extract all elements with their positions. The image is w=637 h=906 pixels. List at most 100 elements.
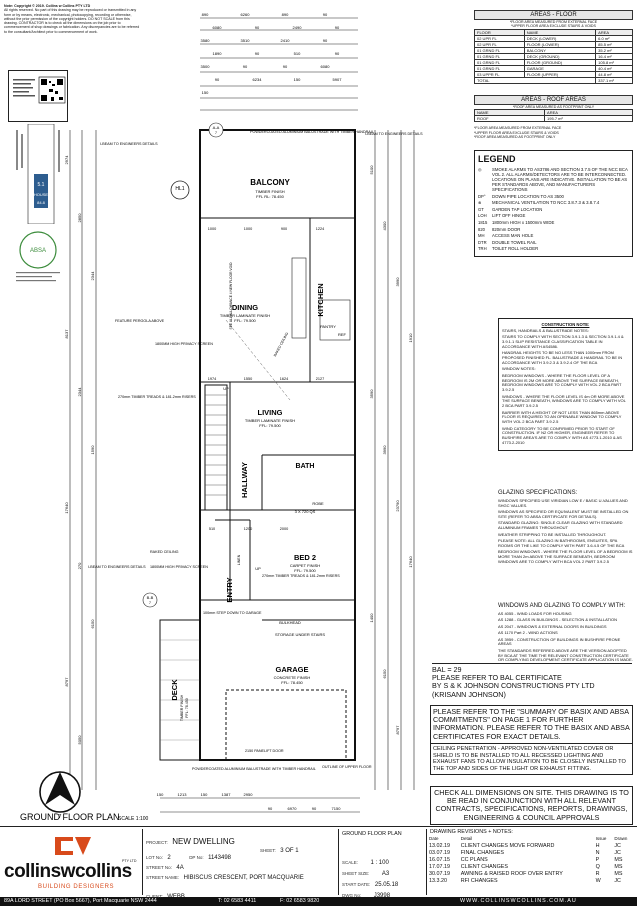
dimension-label: 5100 — [369, 165, 374, 175]
glazing-title: GLAZING SPECIFICATIONS: — [498, 490, 578, 496]
dining-finish: TIMBER LAMINATE FINISH — [220, 313, 270, 318]
plan-title: GROUND FLOOR PLAN — [20, 812, 120, 822]
dimension-label: 8797 — [64, 677, 69, 687]
dimension-label: 8797 — [395, 725, 400, 735]
glazing-paragraph: PLEASE NOTE: ALL GLAZING IN BATHROOMS, E… — [498, 537, 625, 548]
revision-cell: 16.07.15 — [429, 856, 450, 863]
balustrade-bottom-note: POWDERCOATED ALUMINIUM BALUSTRADE WITH T… — [192, 767, 316, 771]
company-pty: PTY LTD — [122, 859, 137, 863]
construction-paragraph: WIND CATEGORY TO BE CONFIRMED PRIOR TO S… — [502, 425, 622, 445]
pergola-note: FEATURE PERGOLA ABOVE — [115, 319, 165, 323]
revision-cell: JC — [614, 877, 621, 884]
dimension-label: 4300 — [382, 221, 387, 231]
dimension-label: 90 — [243, 64, 248, 69]
construction-notes-panel: CONSTRUCTION NOTE: STAIRS, HANDRAILS & B… — [498, 318, 633, 452]
dimension-label: 90 — [335, 25, 340, 30]
ref-label: REF — [338, 332, 347, 337]
raked-ceiling-note-2: RAKED CEILING — [273, 331, 289, 357]
privacy-screen-note-2: 1800MM HIGH PRIVACY SCREEN — [150, 565, 208, 569]
bal-line-2: PLEASE REFER TO BAL CERTIFICATE — [432, 673, 562, 683]
north-arrow-icon — [39, 771, 81, 813]
company-fax: F: 02 6583 9820 — [280, 898, 320, 904]
dimension-label: 8137 — [64, 329, 69, 339]
treads-note-1: 270mm TIMBER TREADS & 181.2mm RISERS — [118, 395, 196, 399]
section-bb-label: B-B — [147, 595, 154, 600]
storage-label: STORAGE UNDER STAIRS — [275, 632, 325, 637]
garage-ffl: FFL: 78.450 — [281, 680, 303, 685]
ceiling-panel: CEILING PENETRATION - APPROVED NON-VENTI… — [430, 743, 633, 776]
roof-note: *FLOOR AREA MEASURED FROM EXTERNAL FACE — [474, 126, 562, 131]
dimension-label: 3590 — [369, 389, 374, 399]
check-panel: CHECK ALL DIMENSIONS ON SITE. THIS DRAWI… — [430, 786, 633, 825]
legend-item: ⊗MECHANICAL VENTILATION TO NCC 3.8.7.3 &… — [478, 200, 629, 205]
dimension-label: 1224 — [316, 227, 324, 231]
windows-title: WINDOWS AND GLAZING TO COMPLY WITH: — [498, 603, 626, 609]
street-name-value: HIBISCUS CRESCENT, PORT MACQUARIE — [183, 875, 304, 881]
revision-cell: 13.02.19 — [429, 842, 450, 849]
legend-text: SMOKE ALARMS TO AS3786 AND SECTION 3.7.5… — [492, 167, 628, 192]
dimension-label: 1400 — [369, 613, 374, 623]
roof-note: *ROOF AREA MEASURED AS FOOTPRINT ONLY — [474, 134, 556, 139]
dp-value: 1143498 — [208, 855, 231, 861]
legend-panel: LEGEND ◎SMOKE ALARMS TO AS3786 AND SECTI… — [474, 150, 633, 257]
dimension-label: 150 — [294, 77, 301, 82]
upper-floor-outline-note: OUTLINE OF UPPER FLOOR — [322, 765, 372, 769]
lot-label: LOT No: — [146, 855, 163, 860]
legend-symbol: ⊗ — [478, 200, 482, 206]
revision-cell: 17.07.19 — [429, 863, 450, 870]
revision-cell: 30.07.19 — [429, 870, 450, 877]
revision-cell: 03.07.19 — [429, 849, 450, 856]
windows-paragraph: AS 2047 - WINDOWS & EXTERNAL DOORS IN BU… — [498, 623, 607, 629]
north-number: 7 — [59, 814, 62, 820]
dp-label: DP No: — [189, 855, 204, 860]
street-no-label: STREET No: — [146, 865, 172, 870]
windows-paragraph: AS 1288 - GLASS IN BUILDINGS - SELECTION… — [498, 617, 617, 623]
section-aa-label: A-A — [213, 125, 220, 130]
dimension-label: 3990 — [395, 277, 400, 287]
project-label: PROJECT: — [146, 840, 168, 845]
balcony-finish: TIMBER FINISH — [255, 189, 284, 194]
revision-cell: MS — [614, 863, 623, 870]
legend-symbol: TRH — [478, 246, 487, 252]
areas-floor-title: AREAS - FLOOR — [474, 10, 633, 20]
title-block: collinswcollins PTY LTD BUILDING DESIGNE… — [0, 826, 637, 906]
bal-line-4: (KRISANN JOHNSON) — [432, 689, 506, 699]
construction-paragraph: WINDOWS - WHERE THE FLOOR LEVEL IS 4m OR… — [502, 393, 626, 409]
dimension-label: 1910 — [408, 333, 413, 343]
dimension-label: 510 — [294, 51, 301, 56]
sheet-info: GROUND FLOOR PLAN SCALE: 1 : 100 SHEET S… — [338, 829, 426, 899]
dimension-label: 6234 — [253, 77, 263, 82]
balcony-ffl: FFL RL: 78.450 — [256, 194, 284, 199]
legend-symbol: DP° — [478, 193, 486, 199]
legend-symbol: ◎ — [478, 167, 482, 172]
room-kitchen: KITCHEN — [316, 283, 325, 316]
room-living: LIVING — [257, 408, 282, 417]
room-entry: ENTRY — [225, 577, 234, 602]
client-label: CLIENT: — [146, 894, 163, 899]
panelift-note: 2150 PANELIFT DOOR — [245, 749, 284, 753]
qr-code-icon — [13, 76, 66, 104]
company-name: collinswcollins — [4, 861, 132, 882]
revision-cell: MS — [614, 870, 623, 877]
dimension-label: 5050 — [77, 735, 82, 745]
table-cell: ROOF — [473, 115, 546, 123]
revision-cell: CLIENT CHANGES MOVE FORWARD — [460, 842, 555, 849]
revision-cell: CLIENT CHANGES — [460, 863, 508, 870]
dwg-value: J3998 — [373, 893, 391, 899]
revision-cell: MS — [614, 856, 623, 863]
windows-panel: WINDOWS AND GLAZING TO COMPLY WITH: AS 4… — [498, 603, 633, 665]
legend-symbol: GT — [478, 206, 484, 212]
balustrade-top-note: POWDERCOATED ALUMINIUM BALUSTRADE WITH T… — [250, 130, 374, 134]
dimension-label: 6150 — [382, 669, 387, 679]
qr-panel — [8, 70, 68, 122]
dimension-label: 6260 — [241, 12, 251, 17]
